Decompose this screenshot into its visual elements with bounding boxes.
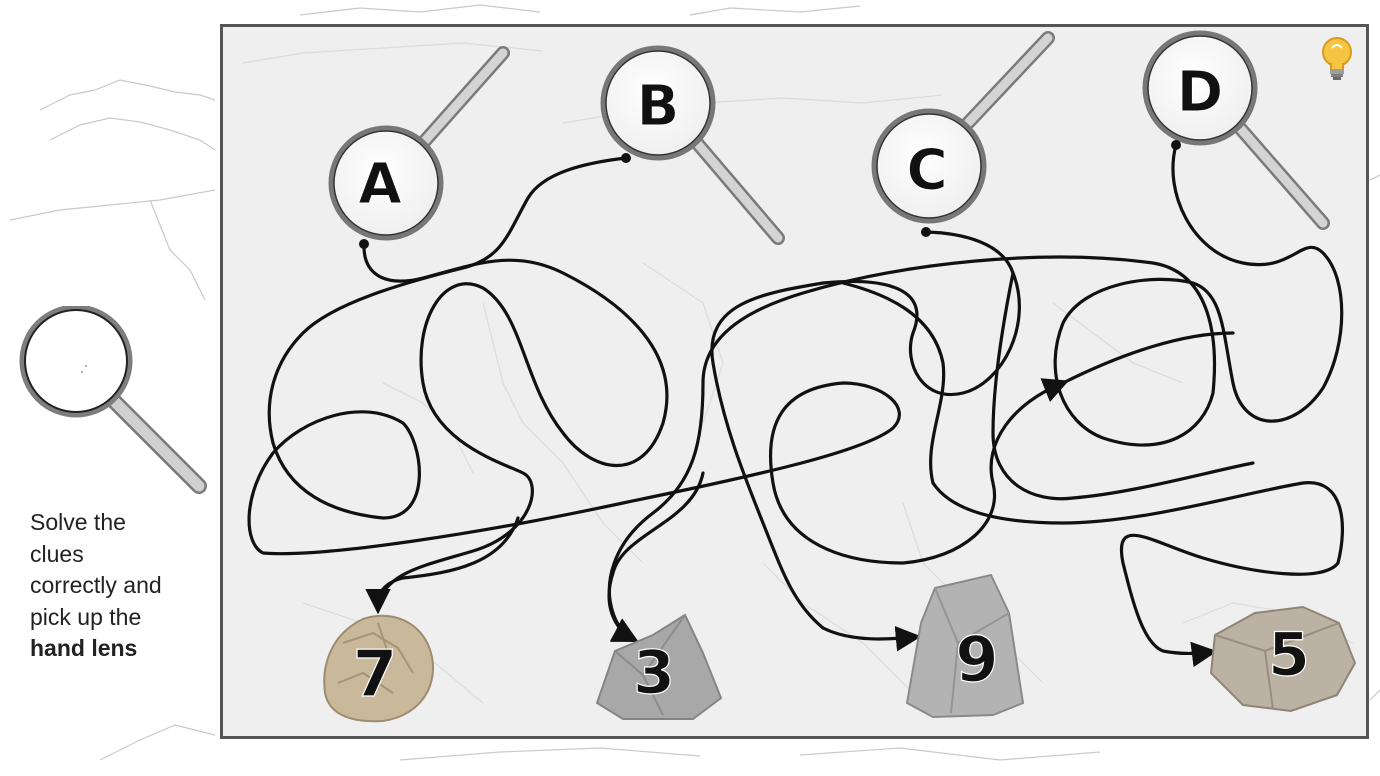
maze-puzzle-board: A B C D <box>220 24 1369 739</box>
path-start-dot <box>921 227 931 237</box>
rock-number: 7 <box>353 638 398 712</box>
instructions-text: Solve the clues correctly and pick up th… <box>30 507 190 665</box>
rock-7[interactable]: 7 <box>323 614 434 723</box>
instructions-line: clues <box>30 540 84 567</box>
lens-letter: C <box>906 138 947 203</box>
lens-a[interactable]: A <box>328 46 510 249</box>
rock-shape <box>323 614 434 723</box>
lens-d[interactable]: D <box>1142 30 1330 230</box>
rock-5[interactable]: 5 <box>1209 605 1357 713</box>
hand-lens-pickup[interactable] <box>14 304 214 501</box>
path-start-dot <box>621 153 631 163</box>
rock-number: 5 <box>1268 620 1310 690</box>
instructions-emphasis: hand lens <box>30 635 138 661</box>
rock-3[interactable]: 3 <box>595 613 723 720</box>
path-d <box>607 143 1344 642</box>
path-c <box>710 230 1021 652</box>
path-start-dot <box>359 239 369 249</box>
rock-number: 9 <box>955 623 998 696</box>
instructions-line: pick up the <box>30 603 142 630</box>
rock-shape <box>595 613 723 720</box>
lens-letter: D <box>1177 60 1223 125</box>
path-b <box>247 156 1069 565</box>
rock-9[interactable]: 9 <box>905 573 1025 719</box>
maze-canvas: A B C D <box>242 30 1357 723</box>
lens-c[interactable]: C <box>871 31 1055 237</box>
rock-number: 3 <box>633 638 675 708</box>
instructions-line: Solve the <box>30 509 126 535</box>
lightbulb-icon <box>1322 37 1352 80</box>
maze-paths <box>247 143 1344 668</box>
instructions-line: correctly and <box>30 572 162 598</box>
lens-letter: B <box>637 74 680 139</box>
hint-button[interactable] <box>1318 36 1356 89</box>
lens-letter: A <box>358 152 402 217</box>
path-start-dot <box>1171 140 1181 150</box>
lens-b[interactable]: B <box>600 45 785 245</box>
rock-shape <box>1209 605 1357 713</box>
magnifying-glass-icon <box>19 304 207 494</box>
